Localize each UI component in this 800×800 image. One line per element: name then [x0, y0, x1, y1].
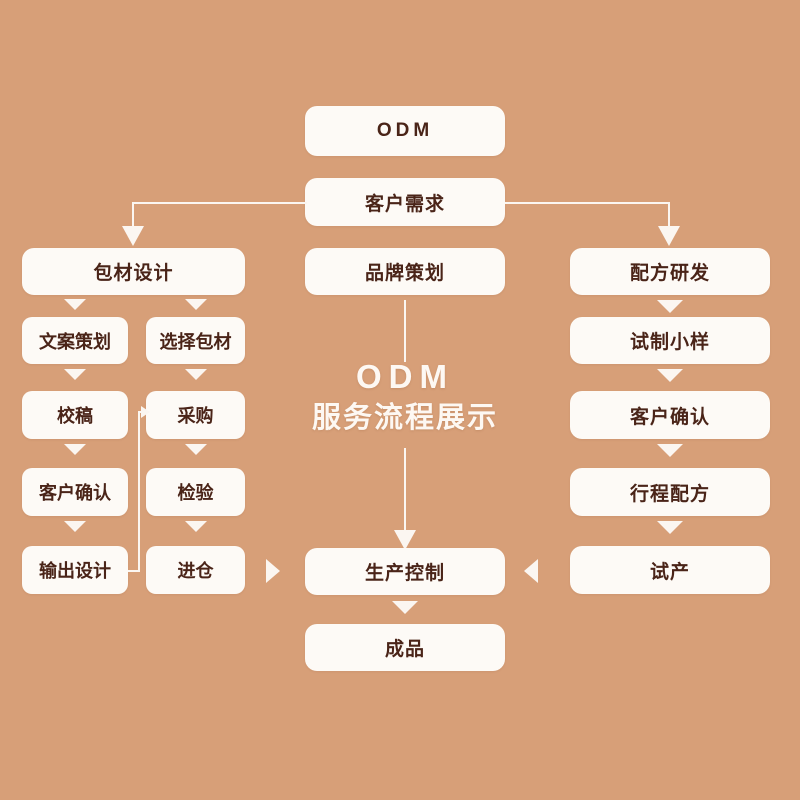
node-left-customer-confirm[interactable]: 客户确认	[22, 468, 128, 516]
arrow-inspect-to-warehouse	[185, 521, 207, 532]
node-inspection[interactable]: 检验	[146, 468, 245, 516]
node-proofreading[interactable]: 校稿	[22, 391, 128, 439]
arrow-output-to-purchase	[141, 406, 150, 418]
node-customer-requirement[interactable]: 客户需求	[305, 178, 505, 226]
node-trial-production-label: 试产	[649, 561, 690, 583]
arrow-sample-to-confirm	[657, 369, 683, 382]
node-purchase[interactable]: 采购	[146, 391, 245, 439]
arrow-left-head-to-trackA	[64, 299, 86, 310]
arrow-warehouse-to-production	[266, 559, 280, 583]
node-trial-sample-label: 试制小样	[629, 332, 710, 353]
node-select-packaging[interactable]: 选择包材	[146, 317, 245, 364]
node-production-control-label: 生产控制	[364, 563, 445, 584]
node-purchase-label: 采购	[177, 406, 214, 426]
node-output-design-label: 输出设计	[39, 561, 111, 581]
node-warehouse-label: 进仓	[177, 561, 214, 581]
arrow-requirement-to-right	[658, 226, 680, 246]
node-route-formula[interactable]: 行程配方	[570, 468, 770, 516]
node-brand-planning-label: 品牌策划	[364, 263, 445, 284]
arrow-proof-to-confirm	[64, 444, 86, 455]
arrow-select-to-purchase	[185, 369, 207, 380]
arrow-production-to-finished	[392, 601, 418, 614]
node-formula-rnd[interactable]: 配方研发	[570, 248, 770, 295]
arrow-route-to-trial-production	[657, 521, 683, 534]
node-trial-production[interactable]: 试产	[570, 546, 770, 594]
connector-requirement-to-left	[132, 202, 307, 204]
node-finished-product[interactable]: 成品	[305, 624, 505, 671]
arrow-copy-to-proof	[64, 369, 86, 380]
connector-output-to-purchase-riser	[138, 411, 140, 571]
center-title: ODM 服务流程展示	[270, 355, 540, 437]
node-customer-requirement-label: 客户需求	[364, 193, 445, 215]
node-copy-planning[interactable]: 文案策划	[22, 317, 128, 364]
node-select-packaging-label: 选择包材	[159, 331, 232, 352]
node-warehouse[interactable]: 进仓	[146, 546, 245, 594]
connector-brand-to-title	[404, 300, 406, 362]
connector-requirement-to-right	[505, 202, 670, 204]
arrow-left-head-to-trackB	[185, 299, 207, 310]
node-right-customer-confirm[interactable]: 客户确认	[570, 391, 770, 439]
center-title-line1: ODM	[356, 358, 454, 395]
node-production-control[interactable]: 生产控制	[305, 548, 505, 595]
node-trial-sample[interactable]: 试制小样	[570, 317, 770, 364]
node-route-formula-label: 行程配方	[629, 483, 710, 505]
connector-requirement-to-right-drop	[668, 202, 670, 230]
node-proofreading-label: 校稿	[57, 406, 93, 426]
connector-output-to-purchase-bottom	[128, 570, 140, 572]
node-odm[interactable]: ODM	[305, 106, 505, 156]
connector-title-to-production	[404, 448, 406, 536]
node-brand-planning[interactable]: 品牌策划	[305, 248, 505, 295]
center-title-line2: 服务流程展示	[311, 401, 498, 434]
arrow-title-to-production	[394, 530, 416, 550]
node-output-design[interactable]: 输出设计	[22, 546, 128, 594]
arrow-purchase-to-inspect	[185, 444, 207, 455]
node-copy-planning-label: 文案策划	[39, 331, 111, 352]
arrow-formula-to-sample	[657, 300, 683, 313]
arrow-requirement-to-left	[122, 226, 144, 246]
node-right-customer-confirm-label: 客户确认	[629, 406, 710, 428]
node-finished-product-label: 成品	[384, 639, 425, 660]
node-formula-rnd-label: 配方研发	[629, 263, 710, 284]
arrow-confirm-to-formula-route	[657, 444, 683, 457]
node-packaging-design[interactable]: 包材设计	[22, 248, 245, 295]
node-odm-label: ODM	[376, 120, 434, 141]
node-left-customer-confirm-label: 客户确认	[39, 483, 111, 503]
node-inspection-label: 检验	[177, 483, 214, 503]
connector-requirement-to-left-drop	[132, 202, 134, 230]
arrow-confirm-to-output	[64, 521, 86, 532]
arrow-trial-to-production	[524, 559, 538, 583]
node-packaging-design-label: 包材设计	[93, 263, 174, 284]
